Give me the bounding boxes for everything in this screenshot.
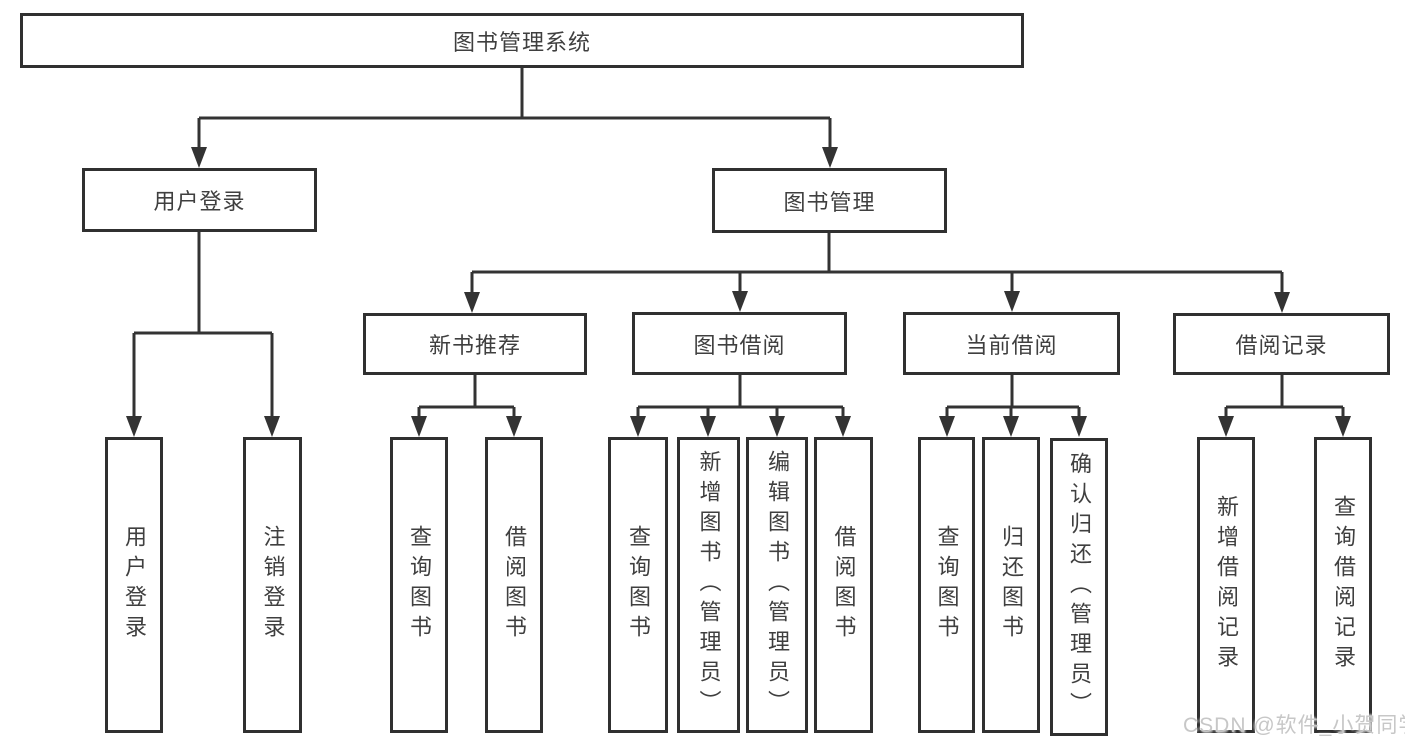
arrowheads <box>126 147 1351 437</box>
leaf-query-books-recommend: 查询图书 <box>390 437 448 733</box>
leaf-edit-books-admin: 编辑图书（管理员） <box>746 437 808 733</box>
node-book-management: 图书管理 <box>712 168 947 233</box>
leaf-query-borrow-record: 查询借阅记录 <box>1314 437 1372 733</box>
node-borrowing-records: 借阅记录 <box>1173 313 1390 375</box>
leaf-return-books: 归还图书 <box>982 437 1040 733</box>
leaf-query-books-borrow: 查询图书 <box>608 437 668 733</box>
leaf-logout: 注销登录 <box>243 437 302 733</box>
leaf-query-books-current: 查询图书 <box>918 437 975 733</box>
leaf-borrow-books-recommend: 借阅图书 <box>485 437 543 733</box>
leaf-add-books-admin: 新增图书（管理员） <box>677 437 740 733</box>
node-book-borrowing: 图书借阅 <box>632 312 847 375</box>
node-library-management-system: 图书管理系统 <box>20 13 1024 68</box>
leaf-borrow-books: 借阅图书 <box>814 437 873 733</box>
leaf-confirm-return-admin: 确认归还（管理员） <box>1050 438 1108 736</box>
leaf-add-borrow-record: 新增借阅记录 <box>1197 437 1255 733</box>
watermark: CSDN @软件_小贺同学 <box>1183 714 1405 737</box>
leaf-user-login: 用户登录 <box>105 437 163 733</box>
node-new-book-recommendation: 新书推荐 <box>363 313 587 375</box>
node-current-borrowing: 当前借阅 <box>903 312 1120 375</box>
node-user-login: 用户登录 <box>82 168 317 232</box>
